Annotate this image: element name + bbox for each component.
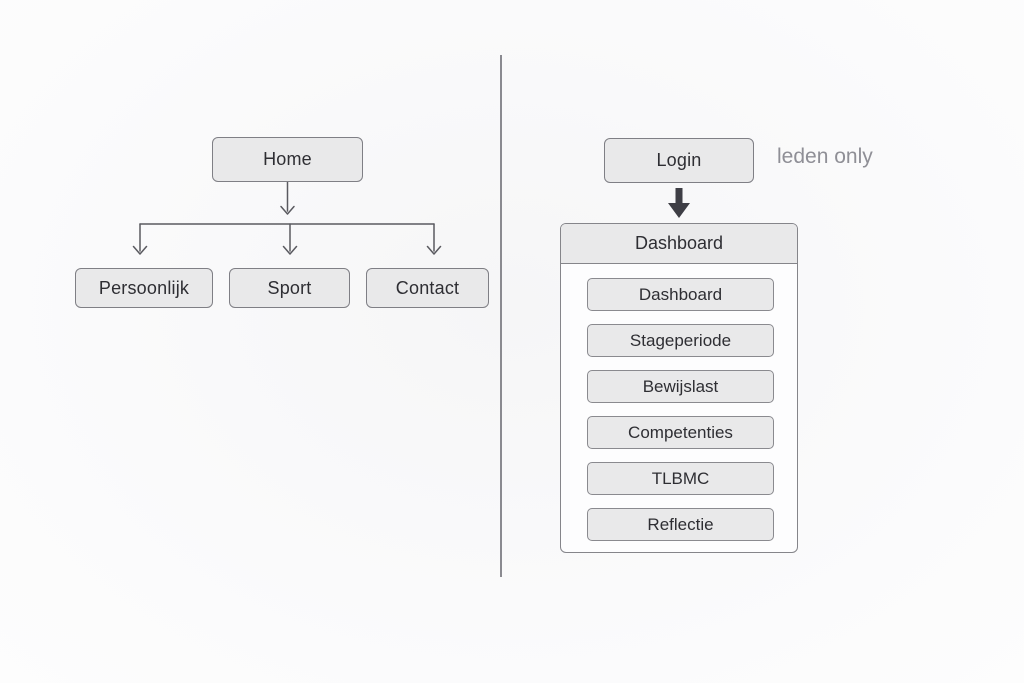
node-home-label: Home xyxy=(263,149,312,169)
panel-item-dashboard: Dashboard xyxy=(587,278,774,311)
section-divider-line xyxy=(500,55,502,577)
panel-item-tlbmc-label: TLBMC xyxy=(651,468,710,488)
node-login-label: Login xyxy=(656,150,702,170)
panel-item-competenties-label: Competenties xyxy=(628,422,733,442)
dashboard-panel-header-label: Dashboard xyxy=(634,233,724,253)
dashboard-panel-header: Dashboard xyxy=(561,224,797,264)
node-contact: Contact xyxy=(366,268,489,308)
node-persoonlijk: Persoonlijk xyxy=(75,268,213,308)
panel-item-reflectie-label: Reflectie xyxy=(647,514,714,534)
dashboard-panel: Dashboard Dashboard Stageperiode Bewijsl… xyxy=(560,223,798,553)
node-sport-label: Sport xyxy=(267,277,312,298)
branch-arrow-contact xyxy=(426,223,442,255)
branch-arrow-persoonlijk xyxy=(132,223,148,255)
node-login: Login xyxy=(604,138,754,183)
node-home: Home xyxy=(212,137,363,182)
branch-arrow-sport xyxy=(282,223,298,255)
panel-item-dashboard-label: Dashboard xyxy=(638,284,723,304)
node-contact-label: Contact xyxy=(395,277,460,298)
panel-item-reflectie: Reflectie xyxy=(587,508,774,541)
panel-item-bewijslast: Bewijslast xyxy=(587,370,774,403)
home-down-arrow xyxy=(280,181,295,215)
node-sport: Sport xyxy=(229,268,350,308)
node-persoonlijk-label: Persoonlijk xyxy=(98,277,190,298)
login-to-dashboard-arrow xyxy=(668,188,690,218)
panel-item-stageperiode: Stageperiode xyxy=(587,324,774,357)
leden-only-annotation: leden only xyxy=(777,145,873,168)
panel-item-stageperiode-label: Stageperiode xyxy=(629,330,732,350)
panel-item-tlbmc: TLBMC xyxy=(587,462,774,495)
panel-item-bewijslast-label: Bewijslast xyxy=(642,376,719,396)
panel-item-competenties: Competenties xyxy=(587,416,774,449)
